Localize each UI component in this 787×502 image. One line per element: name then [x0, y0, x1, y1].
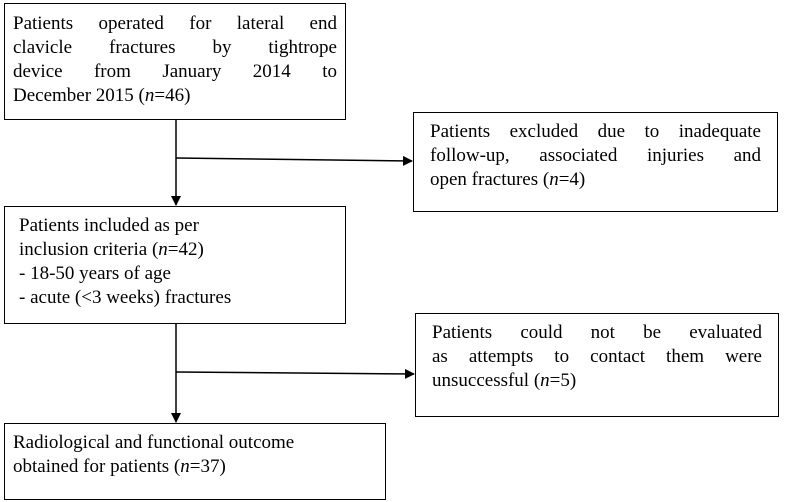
box-outcome-line-2: obtained for patients (n=37) [13, 455, 377, 479]
box-excluded-line-1: Patients excluded due to inadequate [430, 121, 761, 142]
box-not-evaluated-line-2: as attempts to contact them were [432, 346, 762, 367]
box-included-line-2: inclusion criteria (n=42) [19, 238, 337, 262]
box-included-n-label: n [158, 239, 168, 260]
box-included-line-2-suffix: =42) [167, 239, 204, 260]
box-not-evaluated-last-suffix: =5) [549, 370, 577, 391]
box-patients-included: Patients included as per inclusion crite… [4, 206, 346, 324]
arrow-to-not-evaluated [175, 368, 415, 379]
box-operated-line-4: December 2015 (n=46) [13, 84, 337, 108]
box-outcome-obtained: Radiological and functional outcome obta… [4, 423, 386, 500]
box-operated-line-1: Patients operated for lateral end [13, 13, 337, 34]
box-excluded-line-3: open fractures (n=4) [430, 168, 761, 192]
box-patients-excluded: Patients excluded due to inadequate foll… [413, 112, 778, 212]
box-operated-line-2: clavicle fractures by tightrope [13, 37, 337, 58]
box-included-criterion-age: - 18-50 years of age [19, 263, 171, 284]
box-included-criterion-acute: - acute (<3 weeks) fractures [19, 287, 232, 308]
box-included-line-1: Patients included as per [19, 215, 199, 236]
box-outcome-line-2-suffix: =37) [189, 456, 226, 477]
box-excluded-line-2: follow-up, associated injuries and [430, 145, 761, 166]
box-outcome-n-label: n [180, 456, 190, 477]
box-outcome-line-2-prefix: obtained for patients ( [13, 456, 181, 477]
box-excluded-n-label: n [549, 169, 559, 190]
box-excluded-last-prefix: open fractures ( [430, 169, 550, 190]
box-patients-operated: Patients operated for lateral end clavic… [4, 3, 346, 120]
box-operated-n-label: n [144, 85, 155, 106]
box-not-evaluated-last-prefix: unsuccessful ( [432, 370, 541, 391]
box-outcome-line-1: Radiological and functional outcome [13, 432, 295, 453]
box-patients-not-evaluated: Patients could not be evaluated as attem… [415, 313, 779, 417]
box-operated-last-suffix: =46) [154, 85, 191, 106]
box-operated-last-prefix: December 2015 ( [13, 85, 145, 106]
box-not-evaluated-line-3: unsuccessful (n=5) [432, 369, 762, 393]
box-included-line-2-prefix: inclusion criteria ( [19, 239, 159, 260]
arrow-to-excluded [175, 155, 413, 166]
box-excluded-last-suffix: =4) [558, 169, 586, 190]
box-not-evaluated-n-label: n [540, 370, 550, 391]
box-operated-line-3: device from January 2014 to [13, 61, 337, 82]
box-not-evaluated-line-1: Patients could not be evaluated [432, 322, 762, 343]
